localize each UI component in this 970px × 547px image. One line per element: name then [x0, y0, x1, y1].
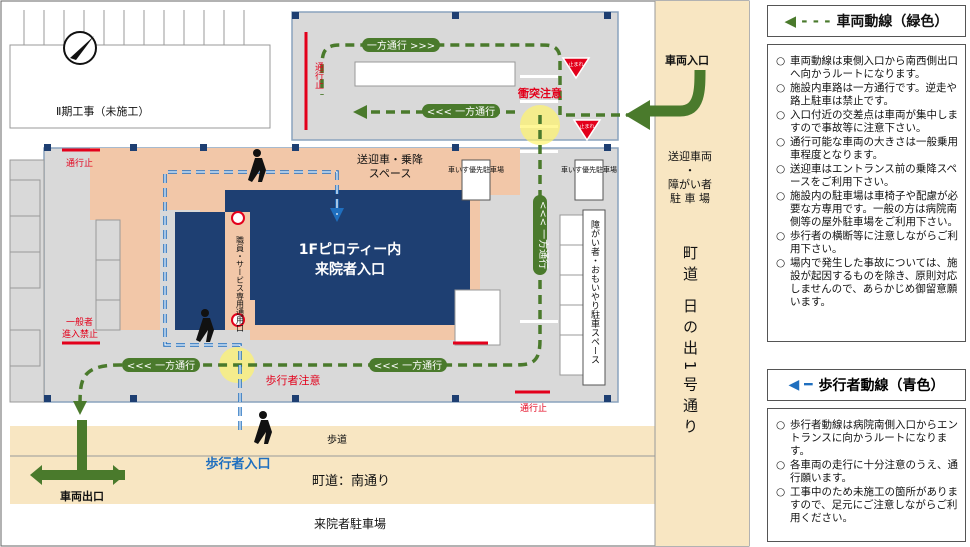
legend-item: ○通行可能な車両の大きさは一般乗用車程度となります。 [776, 136, 958, 161]
no-entry-label: 通行止 [313, 62, 324, 89]
no-entry-label-left: 通行止 [66, 157, 93, 169]
pedestrian-legend-title: ◀ ━ 歩行者動線（青色） [767, 369, 966, 401]
svg-text:・: ・ [685, 164, 696, 177]
pedestrian-legend-list: ○歩行者動線は病院南側入口からエントランスに向かうルートになります。○各車両の走… [774, 419, 959, 525]
vehicle-legend-title: ◀ - - - 車両動線（緑色） [767, 5, 966, 37]
parking-stalls-left [9, 179, 121, 367]
legend-item: ○歩行者動線は病院南側入口からエントランスに向かうルートになります。 [776, 419, 958, 457]
svg-text:来院者入口: 来院者入口 [314, 261, 385, 278]
building-columns [44, 12, 611, 402]
arrow-left-icon: ◀ - - - [784, 12, 831, 30]
svg-text:止まれ: 止まれ [579, 123, 594, 130]
legend-item: ○施設内の駐車場は車椅子や配慮が必要な方専用です。一般の方は病院南側等の屋外駐車… [776, 190, 958, 228]
stop-sign-icon: 止まれ 止まれ [561, 57, 602, 142]
vehicle-legend: ○車両動線は東側入口から南西側出口へ向かうルートになります。○施設内車路は一方通… [767, 44, 966, 342]
legend-item: ○場内で発生した事故については、施設が起因するものを除き、原則対応しませんので、… [776, 257, 958, 308]
compass-icon [63, 31, 97, 65]
legend-item: ○入口付近の交差点は車両が集中しますので事故等に注意下さい。 [776, 109, 958, 134]
accessible-parking-box [582, 209, 606, 386]
dropoff-label: 送迎車・乗降 [357, 152, 423, 166]
pedestrian-legend: ○歩行者動線は病院南側入口からエントランスに向かうルートになります。○各車両の走… [767, 408, 966, 542]
bullet-icon: ○ [776, 82, 786, 94]
legend-item: ○車両動線は東側入口から南西側出口へ向かうルートになります。 [776, 55, 958, 80]
svg-text:<<< 一方通行: <<< 一方通行 [374, 359, 442, 372]
bullet-icon: ○ [776, 230, 786, 242]
bullet-icon: ○ [776, 55, 786, 67]
bullet-icon: ○ [776, 257, 786, 269]
no-entry-bars [62, 32, 550, 394]
visitor-parking-label: 来院者駐車場 [314, 516, 386, 531]
bullet-icon: ○ [776, 109, 786, 121]
bullet-icon: ○ [776, 459, 786, 471]
general-no-entry-label: 一般者 [66, 316, 93, 328]
legend-item: ○工事中のため未施工の箇所がありますので、足元にご注意しながらご利用ください。 [776, 486, 958, 524]
svg-text:進入禁止: 進入禁止 [62, 328, 98, 340]
legend-item: ○送迎車はエントランス前の乗降スペースをご利用下さい。 [776, 163, 958, 188]
vehicle-legend-list: ○車両動線は東側入口から南西側出口へ向かうルートになります。○施設内車路は一方通… [774, 55, 959, 309]
oneway-labels: 一方通行 >>> <<< 一方通行 <<< 一方通行 <<< 一方通行 <<< … [122, 38, 550, 372]
legend-item: ○歩行者の横断等に注意しながらご利用下さい。 [776, 230, 958, 255]
staff-entrance-label: 職員・サービス専用通用口 [236, 236, 245, 332]
staff-no-entry-icon [231, 211, 245, 327]
pedestrian-arrow-icon: ◀ ━ [788, 377, 813, 393]
east-street-label: 町道 日の出1号通り [681, 245, 699, 439]
entrance-label: 1Fピロティー内 [299, 241, 401, 258]
vehicle-entrance-label: 車両入口 [665, 53, 709, 67]
wheelchair-parking-label: 車いす優先駐車場 [448, 165, 504, 174]
bullet-icon: ○ [776, 136, 786, 148]
sidewalk-label: 歩道 [327, 433, 347, 446]
wheelchair-parking-label-2: 車いす優先駐車場 [561, 165, 617, 174]
phase2-label: Ⅱ期工事（未施工） [56, 105, 149, 118]
bullet-icon: ○ [776, 419, 786, 431]
bullet-icon: ○ [776, 190, 786, 202]
svg-text:一方通行 >>>: 一方通行 >>> [367, 39, 435, 52]
svg-text:<<< 一方通行: <<< 一方通行 [537, 201, 550, 269]
no-entry-label-south: 通行止 [520, 402, 547, 414]
sidewalk-strip [10, 426, 655, 456]
bullet-icon: ○ [776, 486, 786, 498]
svg-text:スペース: スペース [369, 167, 412, 180]
pedestrian-caution-label: 歩行者注意 [266, 373, 321, 387]
collision-caution-glow [520, 105, 560, 145]
entrance-arrow [650, 69, 706, 117]
pedestrian-icon [196, 149, 272, 444]
svg-text:障がい者: 障がい者 [668, 177, 712, 191]
svg-text:止まれ: 止まれ [568, 61, 583, 68]
svg-text:<<< 一方通行: <<< 一方通行 [427, 105, 495, 118]
svg-text:駐 車 場: 駐 車 場 [670, 191, 710, 205]
accessible-parking-label: 障がい者・おもいやり駐車スペース [589, 219, 600, 364]
legend-item: ○各車両の走行に十分注意のうえ、通行願います。 [776, 459, 958, 484]
bullet-icon: ○ [776, 163, 786, 175]
south-street-label: 町道：南通り [312, 473, 390, 489]
collision-caution-label: 衝突注意 [517, 86, 562, 100]
legend-item: ○施設内車路は一方通行です。逆走や路上駐車は禁止です。 [776, 82, 957, 107]
svg-text:<<< 一方通行: <<< 一方通行 [127, 359, 195, 372]
exit-arrow [40, 420, 125, 480]
pedestrian-entrance-label: 歩行者入口 [205, 456, 270, 472]
vehicle-exit-label: 車両出口 [60, 489, 104, 503]
dropoff-vehicle-label: 送迎車両 [668, 149, 712, 163]
